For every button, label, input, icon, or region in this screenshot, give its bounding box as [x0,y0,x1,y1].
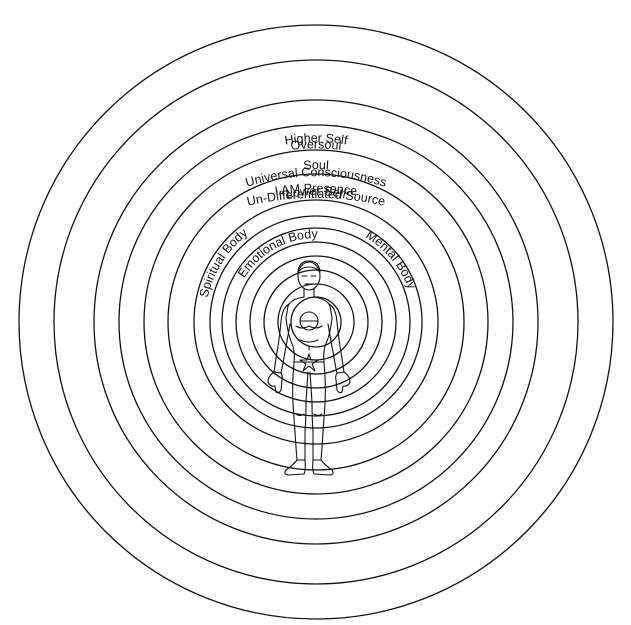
ring-lower-self [193,199,439,445]
human-figure [267,260,351,476]
ring-mental-body [221,227,411,417]
ring-inner-4 [290,296,342,348]
ring-higher-self [143,149,489,495]
label-soul: Soul [303,158,329,173]
figure-left-foot [284,459,306,476]
figure-left-hand [267,371,283,394]
label-mental-body: Mental Body [363,228,419,292]
ring-spiritual-body [209,215,423,429]
ring-soul [167,173,465,471]
figure-right-foot [312,459,334,476]
ring-i-am-presence [53,59,579,585]
figure-neck [303,288,315,298]
figure-hair [297,260,321,273]
label-oversoul: Oversoul [290,137,342,153]
figure-left-leg [292,361,309,461]
ring-universal-consciousness [93,99,539,545]
star-icon [299,353,319,372]
ring-undifferentiated-source [18,24,614,620]
figure-head [297,261,321,291]
ring-inner-3 [277,283,355,361]
figure-right-hand [335,371,351,394]
figure-abdomen [299,339,319,351]
layer-labels: Un-Differentiated Source I AM Presence U… [197,131,419,299]
figure-torso [285,296,333,363]
figure-right-arm [327,303,345,374]
figure-left-arm [273,303,291,374]
ring-emotional-body [235,241,397,403]
ring-inner-2 [263,269,369,375]
concentric-rings [18,24,614,620]
ring-oversoul [118,124,514,520]
ring-inner-1 [249,255,383,389]
figure-knees [295,413,323,417]
label-lower-self: Lower Self [284,184,348,201]
figure-chest [295,325,323,329]
label-higher-self: Higher Self [284,131,349,148]
figure-right-leg [309,361,326,461]
